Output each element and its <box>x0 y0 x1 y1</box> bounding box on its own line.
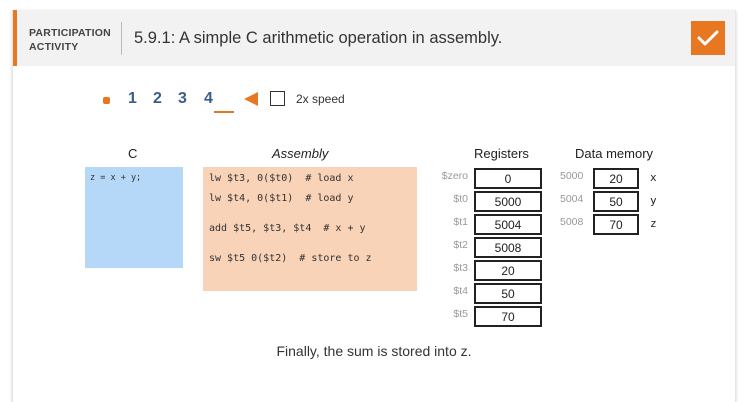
current-step-indicator <box>214 111 234 113</box>
register-value: 70 <box>474 306 542 327</box>
memory-value: 20 <box>593 168 639 189</box>
register-value: 0 <box>474 168 542 189</box>
assembly-line: add $t5, $t3, $t4 # x + y <box>209 223 366 234</box>
step-1-button[interactable]: 1 <box>128 90 137 107</box>
memory-value: 50 <box>593 191 639 212</box>
completed-check-badge <box>691 21 725 55</box>
memory-address: 5000 <box>560 170 584 182</box>
register-name: $t2 <box>453 239 468 251</box>
register-value: 5000 <box>474 191 542 212</box>
step-3-button[interactable]: 3 <box>178 90 187 107</box>
step-2-button[interactable]: 2 <box>153 90 162 107</box>
assembly-heading: Assembly <box>272 146 329 161</box>
memory-address: 5008 <box>560 216 584 228</box>
register-value: 5008 <box>474 237 542 258</box>
memory-address: 5004 <box>560 193 584 205</box>
assembly-line: lw $t3, 0($t0) # load x <box>209 173 354 184</box>
memory-variable: x <box>650 171 657 184</box>
register-name: $zero <box>441 170 468 182</box>
step-4-button[interactable]: 4 <box>204 90 213 107</box>
register-name: $t5 <box>453 308 468 320</box>
speed-checkbox[interactable] <box>270 91 285 106</box>
assembly-line: sw $t5 0($t2) # store to z <box>209 253 372 264</box>
assembly-line: lw $t4, 0($t1) # load y <box>209 193 354 204</box>
memory-variable: z <box>650 217 657 230</box>
registers-heading: Registers <box>474 146 529 161</box>
register-name: $t1 <box>453 216 468 228</box>
participation-activity-label: PARTICIPATION ACTIVITY <box>29 27 111 53</box>
register-name: $t4 <box>453 285 468 297</box>
check-icon <box>697 30 719 46</box>
register-value: 50 <box>474 283 542 304</box>
memory-value: 70 <box>593 214 639 235</box>
data-memory-heading: Data memory <box>575 146 654 161</box>
c-heading: C <box>128 146 138 161</box>
participation-activity-card: PARTICIPATION ACTIVITY 5.9.1: A simple C… <box>12 10 736 402</box>
activity-title: 5.9.1: A simple C arithmetic operation i… <box>134 29 503 47</box>
speed-label: 2x speed <box>296 92 345 106</box>
start-dot-icon[interactable] <box>103 97 110 104</box>
register-value: 5004 <box>474 214 542 235</box>
activity-header: PARTICIPATION ACTIVITY 5.9.1: A simple C… <box>13 10 735 66</box>
c-code-line: z = x + y; <box>90 173 142 183</box>
register-name: $t0 <box>453 193 468 205</box>
assembly-code-panel <box>203 167 417 291</box>
step-caption: Finally, the sum is stored into z. <box>276 343 472 359</box>
register-name: $t3 <box>453 262 468 274</box>
register-value: 20 <box>474 260 542 281</box>
back-arrow-icon[interactable] <box>243 91 259 107</box>
memory-variable: y <box>650 194 657 207</box>
c-code-panel <box>85 167 183 268</box>
header-divider <box>121 22 122 55</box>
